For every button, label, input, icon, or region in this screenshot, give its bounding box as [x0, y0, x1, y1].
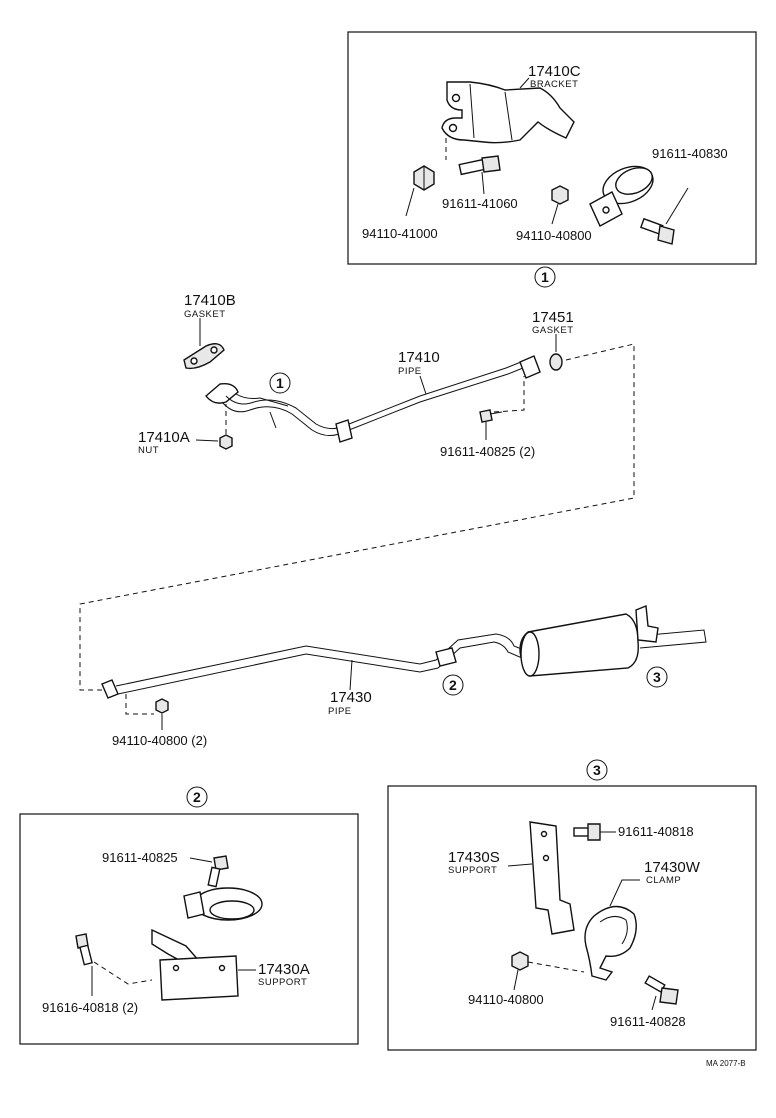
inset-1-frame: [347, 31, 757, 265]
support-17430a: [151, 928, 239, 1001]
clamp-17430w: [584, 905, 637, 981]
leader-nut-large: [405, 187, 415, 217]
callout-3b-circle: [586, 759, 608, 781]
inset-2-frame: [19, 813, 359, 1045]
nut-large-part-number: 94110-41000: [362, 226, 438, 241]
leader-nut-inset3: [513, 969, 519, 991]
leader-pipe-rear: [349, 659, 353, 691]
leader-pipe-front: [419, 375, 427, 395]
bolt-91611-40825: [479, 409, 503, 423]
pipe-front-part-number: 17410: [398, 349, 440, 366]
callout-3-circle: [646, 666, 668, 688]
callout-1b-circle: [269, 372, 291, 394]
callout-2-label: 2: [449, 677, 457, 693]
clamp-bolt-91611-40830: [639, 217, 675, 245]
dash-nut-rear: [125, 694, 154, 715]
pipe-17430: [101, 605, 707, 699]
support-inset3-name: SUPPORT: [448, 865, 497, 876]
diagram-code: MA 2077-B: [706, 1059, 746, 1068]
leader-nut-small: [551, 203, 559, 225]
leader-clamp-bolt: [665, 187, 689, 225]
callout-2-circle: [442, 674, 464, 696]
support-inset2-part-number: 17430A: [258, 961, 310, 978]
support-17430s: [529, 821, 575, 935]
callout-2b-label: 2: [193, 789, 201, 805]
gasket-front-part-number: 17410B: [184, 292, 236, 309]
leader-bolt: [481, 171, 485, 195]
callout-1-circle: [534, 266, 556, 288]
support-inset3-part-number: 17430S: [448, 849, 500, 866]
bolt-bottom-inset3-part-number: 91611-40828: [610, 1014, 686, 1029]
inset-2: 91611-40825 17430A SUPPORT 91616-40818 (…: [19, 813, 359, 1045]
bolt-top-inset2: [207, 855, 229, 888]
bracket-part-number: 17410C: [528, 63, 581, 80]
pipe-rear-name: PIPE: [328, 706, 352, 717]
leader-support-inset3: [507, 863, 533, 867]
dash-bolt-bottom-inset2: [93, 961, 153, 985]
bolt-91611-41060: [458, 155, 501, 176]
nut-inset3-part-number: 94110-40800: [468, 992, 544, 1007]
nut-94110-41000: [413, 165, 435, 191]
inset-1: 17410C BRACKET 94110-41000 91611-41060 9…: [347, 31, 757, 265]
nut-name: NUT: [138, 445, 159, 456]
inset-3-frame: [387, 785, 757, 1051]
bolt-part-number: 91611-41060: [442, 196, 518, 211]
gasket-17410b: [183, 343, 225, 370]
dash-nut-inset3: [527, 961, 585, 973]
clamp-inset1: [589, 165, 654, 227]
nut-94110-40800: [551, 185, 569, 205]
leader-bolt-bottom-inset3: [651, 995, 657, 1011]
callout-3b-label: 3: [593, 762, 601, 778]
main-assembly: 17410B GASKET 17410 PIPE 1 17451 GASKET …: [79, 292, 707, 748]
clamp-bolt-part-number: 91611-40830: [652, 146, 728, 161]
callout-3-label: 3: [653, 669, 661, 685]
gasket-rear-part-number: 17451: [532, 309, 574, 326]
nut-rear-part-number: 94110-40800 (2): [112, 733, 207, 748]
callout-2b-circle: [186, 786, 208, 808]
callout-1-label: 1: [541, 269, 549, 285]
support-inset2-name: SUPPORT: [258, 977, 307, 988]
leader-bolt-top-inset2: [189, 857, 213, 863]
clamp-inset3-name: CLAMP: [646, 875, 681, 886]
gasket-front-name: GASKET: [184, 309, 226, 320]
gasket-17451: [549, 353, 563, 371]
nut-part-number: 17410A: [138, 429, 190, 446]
bolt-top-inset3-part-number: 91611-40818: [618, 824, 694, 839]
bolt-bottom-inset2-part-number: 91616-40818 (2): [42, 1000, 138, 1015]
leader-clamp-inset3: [609, 879, 640, 907]
gasket-rear-name: GASKET: [532, 325, 574, 336]
clamp-inset2: [183, 887, 263, 921]
bolt-top-inset3: [573, 823, 601, 841]
nut-small-part-number: 94110-40800: [516, 228, 592, 243]
bolt-top-inset2-part-number: 91611-40825: [102, 850, 178, 865]
callout-1b-label: 1: [276, 375, 284, 391]
nut-17410a: [219, 434, 233, 450]
dash-connect-pipes: [79, 343, 635, 691]
dash-bolt: [493, 376, 525, 413]
pipe-17410: [205, 355, 541, 443]
bolt-bottom-inset3: [644, 975, 679, 1005]
leader-nut: [195, 439, 219, 442]
bolt-main-part-number: 91611-40825 (2): [440, 444, 535, 459]
bolt-bottom-inset2: [75, 933, 93, 966]
clamp-inset3-part-number: 17430W: [644, 859, 701, 876]
pipe-front-name: PIPE: [398, 366, 422, 377]
bracket-17410c: [441, 77, 575, 144]
pipe-rear-part-number: 17430: [330, 689, 372, 706]
nut-inset3: [511, 951, 529, 971]
inset-3: 17430S SUPPORT 91611-40818 17430W CLAMP …: [387, 785, 757, 1051]
nut-94110-40800-rear: [155, 698, 169, 714]
bracket-name: BRACKET: [530, 79, 578, 90]
